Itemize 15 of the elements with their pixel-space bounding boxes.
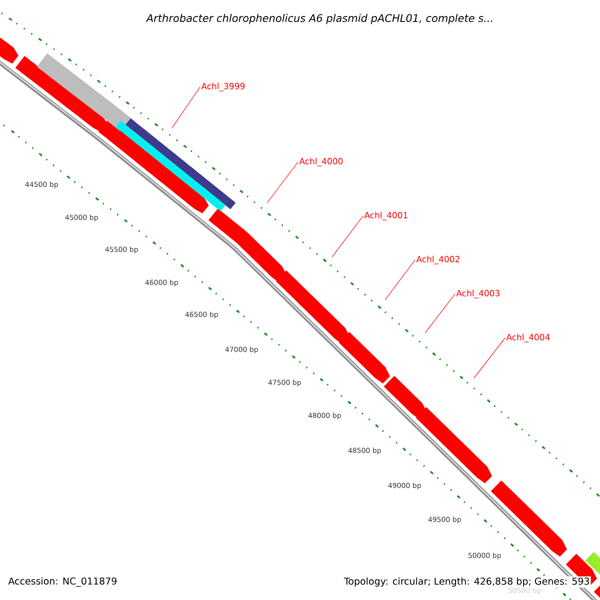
- leader-line: [424, 294, 456, 334]
- summary-text: Topology: circular; Length: 426,858 bp; Genes: 593: [342, 576, 591, 588]
- gene-label: Achl_4003: [456, 290, 500, 298]
- leader-line: [384, 260, 416, 300]
- leader-line: [172, 86, 200, 128]
- title: Arthrobacter chlorophenolicus A6 plasmid pACHL01, complete s...: [146, 14, 492, 24]
- gene-label: Achl_3999: [201, 82, 245, 92]
- gene-label: Achl_4004: [506, 334, 550, 342]
- accession-text: Accession: NC_011879: [8, 577, 116, 587]
- leader-line: [474, 338, 506, 378]
- leader-line: [332, 216, 364, 258]
- gene-label: Achl_4001: [364, 212, 408, 220]
- gene-label: Achl_4002: [416, 256, 460, 264]
- leader-line: [266, 162, 298, 204]
- gene-label: Achl_4000: [299, 158, 343, 166]
